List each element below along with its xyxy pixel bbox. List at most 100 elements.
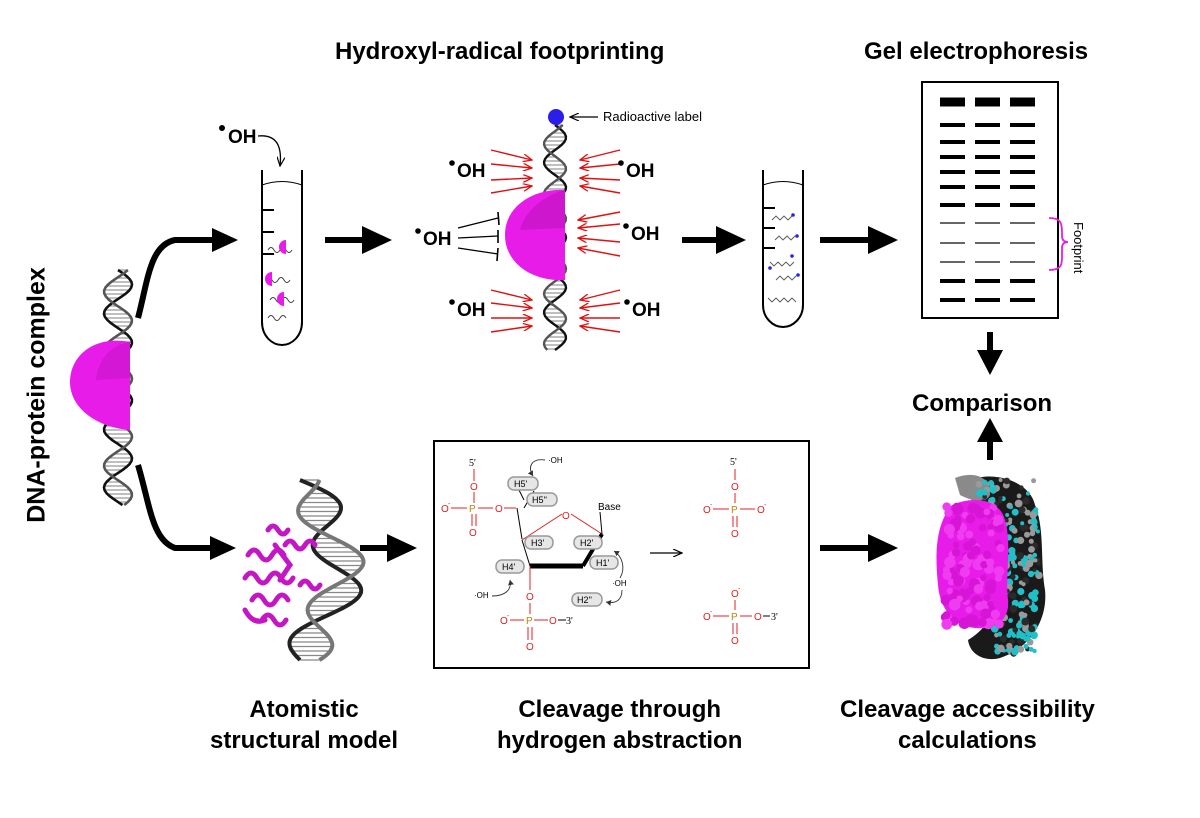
blocked-radical-lines bbox=[457, 211, 500, 262]
svg-text:O: O bbox=[469, 528, 477, 539]
title-atomistic: Atomistic structural model bbox=[210, 694, 398, 756]
title-atomistic-line2: structural model bbox=[210, 727, 399, 754]
title-dna-protein-complex: DNA-protein complex bbox=[22, 267, 51, 523]
svg-text:3': 3' bbox=[566, 616, 573, 627]
gel-image: Footprint bbox=[921, 81, 1086, 319]
oh-label-bottom-left: OH bbox=[449, 299, 486, 321]
svg-text:5': 5' bbox=[469, 458, 476, 469]
svg-text:H4': H4' bbox=[502, 562, 516, 572]
svg-text:O: O bbox=[731, 482, 739, 493]
svg-text:P: P bbox=[731, 612, 738, 623]
svg-text:O: O bbox=[757, 505, 765, 516]
footprinting-dna-icon: Radioactive label bbox=[505, 109, 702, 351]
arrow-to-tube-2 bbox=[682, 226, 746, 254]
svg-text:O: O bbox=[754, 612, 762, 623]
test-tube-2-icon bbox=[762, 170, 804, 329]
svg-text:OH: OH bbox=[631, 224, 660, 245]
svg-text:OH: OH bbox=[632, 300, 661, 321]
oh-radical-label-tube: OH bbox=[219, 125, 280, 166]
svg-text:3': 3' bbox=[771, 612, 778, 623]
protein-ribbon-icon bbox=[242, 523, 323, 628]
svg-text:OH: OH bbox=[423, 229, 452, 250]
title-cleavage-line1: Cleavage through bbox=[518, 696, 722, 723]
arrow-surface-to-comparison bbox=[977, 418, 1003, 460]
svg-text:P: P bbox=[526, 616, 533, 627]
h3p-pill: H3' bbox=[524, 535, 554, 550]
oh-label-bottom-right: OH bbox=[624, 299, 661, 321]
svg-text:O: O bbox=[495, 504, 503, 515]
branch-arrow-bottom bbox=[135, 464, 236, 560]
svg-text:-: - bbox=[448, 501, 451, 508]
arrow-to-surface bbox=[820, 534, 898, 562]
svg-text:OH: OH bbox=[457, 300, 486, 321]
oh-label-top-left: OH bbox=[449, 160, 486, 182]
title-accessibility-line1: Cleavage accessibility bbox=[840, 696, 1095, 723]
svg-text:O: O bbox=[470, 482, 478, 493]
svg-text:-: - bbox=[738, 586, 741, 593]
svg-text:O: O bbox=[731, 589, 739, 600]
red-attack-arrows bbox=[490, 149, 621, 333]
dna-ribbon-icon bbox=[287, 478, 366, 662]
arrow-to-gel bbox=[820, 226, 898, 254]
svg-text:O: O bbox=[549, 616, 557, 627]
h1p-pill: H1' bbox=[589, 555, 619, 570]
svg-text:O: O bbox=[731, 636, 739, 647]
svg-text:-: - bbox=[710, 609, 713, 616]
svg-text:O: O bbox=[500, 616, 508, 627]
title-gel: Gel electrophoresis bbox=[864, 38, 1089, 65]
svg-text:O: O bbox=[526, 642, 534, 653]
svg-text:O: O bbox=[703, 505, 711, 516]
svg-text:H5': H5' bbox=[514, 479, 528, 489]
test-tube-1-icon bbox=[261, 170, 303, 347]
h2pp-pill: H2'' bbox=[571, 592, 603, 607]
svg-text:·OH: ·OH bbox=[612, 579, 627, 588]
svg-text:OH: OH bbox=[228, 127, 257, 148]
svg-text:P: P bbox=[731, 505, 738, 516]
title-comparison: Comparison bbox=[912, 390, 1053, 417]
title-cleavage: Cleavage through hydrogen abstraction bbox=[497, 694, 742, 756]
footprint-label: Footprint bbox=[1071, 222, 1086, 274]
oh-label-top-right: OH bbox=[618, 160, 655, 182]
svg-text:-: - bbox=[710, 502, 713, 509]
dna-protein-complex-icon bbox=[70, 268, 134, 507]
svg-text:O: O bbox=[731, 529, 739, 540]
svg-text:H1': H1' bbox=[596, 558, 610, 568]
arrow-to-footprinting bbox=[325, 226, 392, 254]
svg-text:-: - bbox=[764, 502, 767, 509]
svg-text:O: O bbox=[526, 592, 534, 603]
title-accessibility: Cleavage accessibility calculations bbox=[840, 694, 1095, 756]
chemistry-panel: 5' O P O - O O O Base O P O - O 3 bbox=[433, 440, 810, 669]
arrow-to-chemistry bbox=[360, 534, 417, 562]
radioactive-label-dot bbox=[548, 109, 564, 125]
svg-text:P: P bbox=[469, 504, 476, 515]
svg-text:H2'': H2'' bbox=[577, 595, 592, 605]
branch-arrow-top bbox=[135, 228, 238, 319]
title-atomistic-line1: Atomistic bbox=[249, 696, 359, 723]
title-accessibility-line2: calculations bbox=[898, 727, 1037, 754]
svg-text:OH: OH bbox=[457, 161, 486, 182]
cleavage-accessibility-surface-icon bbox=[936, 474, 1046, 660]
svg-text:H2': H2' bbox=[580, 538, 594, 548]
svg-text:H5'': H5'' bbox=[532, 495, 547, 505]
h2p-pill: H2' bbox=[573, 535, 603, 550]
h5p-pill: H5' bbox=[507, 476, 539, 491]
svg-text:O: O bbox=[441, 504, 449, 515]
svg-text:·OH: ·OH bbox=[548, 456, 563, 465]
oh-label-mid-right: OH bbox=[623, 223, 660, 245]
svg-text:-: - bbox=[507, 613, 510, 620]
svg-text:5': 5' bbox=[730, 457, 737, 468]
svg-text:OH: OH bbox=[626, 161, 655, 182]
radioactive-label-text: Radioactive label bbox=[603, 109, 702, 124]
svg-text:·OH: ·OH bbox=[474, 591, 489, 600]
atomistic-model-icon bbox=[242, 478, 366, 662]
title-footprinting: Hydroxyl-radical footprinting bbox=[335, 38, 665, 65]
h5pp-pill: H5'' bbox=[526, 492, 558, 507]
footprint-bracket bbox=[1048, 217, 1069, 271]
arrow-gel-to-comparison bbox=[977, 332, 1003, 375]
title-cleavage-line2: hydrogen abstraction bbox=[497, 727, 743, 754]
svg-text:O: O bbox=[703, 612, 711, 623]
svg-text:Base: Base bbox=[598, 502, 621, 513]
oh-label-mid-left: OH bbox=[415, 228, 452, 250]
svg-text:O: O bbox=[562, 511, 570, 522]
